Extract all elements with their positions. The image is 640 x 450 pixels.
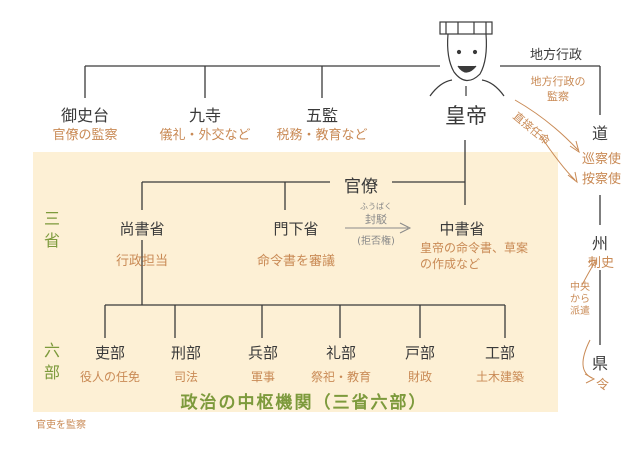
veto-reading: ふうばく xyxy=(360,202,392,211)
personnel-ministry-role: 役人の任免 xyxy=(79,370,141,384)
veto-label: 封駁 xyxy=(365,213,387,226)
local-admin-oversight-note: 地方行政の監察 xyxy=(530,75,586,103)
shangshu-role: 行政担当 xyxy=(115,254,169,269)
panel-title: 政治の中枢機関（三省六部） xyxy=(180,393,428,413)
war-ministry-name: 兵部 xyxy=(247,344,279,362)
circuit-official-1: 巡察使 xyxy=(582,152,622,167)
emperor-label: 皇帝 xyxy=(445,104,487,128)
central-organs-panel xyxy=(33,152,558,412)
circuit-label: 道 xyxy=(592,124,609,143)
war-ministry-role: 軍事 xyxy=(250,370,276,384)
works-ministry-name: 工部 xyxy=(484,344,516,362)
revenue-ministry-name: 戸部 xyxy=(404,344,436,362)
bureaucracy-label: 官僚 xyxy=(344,177,378,197)
rites-ministry-role: 祭祀・教育 xyxy=(310,370,372,384)
censorate-role: 官僚の監察 xyxy=(52,128,118,143)
five-directorates-role: 税務・教育など xyxy=(276,128,368,143)
six-ministries-label: 六部 xyxy=(44,341,61,382)
three-departments-label: 三省 xyxy=(44,209,61,250)
justice-ministry-name: 刑部 xyxy=(170,344,202,362)
censorate-name: 御史台 xyxy=(60,106,110,125)
local-admin-label: 地方行政 xyxy=(530,48,583,63)
works-ministry-role: 土木建築 xyxy=(475,370,525,384)
justice-ministry-role: 司法 xyxy=(173,370,199,384)
prefecture-label: 州 xyxy=(592,234,609,253)
zhongshu-name: 中書省 xyxy=(439,220,485,238)
rites-ministry-name: 礼部 xyxy=(325,344,357,362)
veto-note: (拒否権) xyxy=(357,236,395,247)
dispatch-note: 中央から派遣 xyxy=(570,282,590,317)
shangshu-name: 尚書省 xyxy=(119,220,165,238)
circuit-official-2: 按察使 xyxy=(582,172,622,187)
personnel-ministry-name: 吏部 xyxy=(94,344,126,362)
county-official: 令 xyxy=(596,378,610,393)
nine-courts-role: 儀礼・外交など xyxy=(159,128,251,143)
nine-courts-name: 九寺 xyxy=(188,106,222,125)
menxia-name: 門下省 xyxy=(273,220,319,238)
zhongshu-role: 皇帝の命令書、草案の作成など xyxy=(420,241,529,271)
official-oversight-note: 官吏を監察 xyxy=(36,420,86,431)
revenue-ministry-role: 財政 xyxy=(407,370,433,384)
five-directorates-name: 五監 xyxy=(305,106,339,125)
emperor-portrait xyxy=(429,21,505,97)
prefecture-official: 刺史 xyxy=(588,256,615,271)
county-label: 県 xyxy=(592,354,609,373)
menxia-role: 命令書を審議 xyxy=(256,254,336,269)
